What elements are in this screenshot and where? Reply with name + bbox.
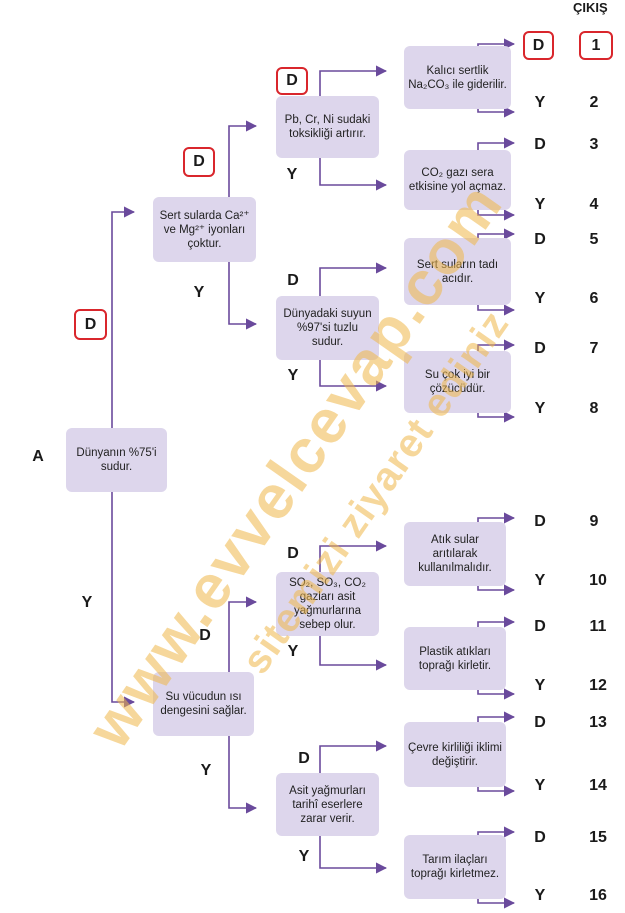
- statement-pesticides: Tarım ilaçları toprağı kirletmez.: [404, 835, 506, 899]
- statement-co2-greenhouse: CO₂ gazı sera etkisine yol açmaz.: [404, 150, 511, 210]
- branch-d-out-7: D: [534, 340, 546, 357]
- branch-y-level2-lower: Y: [200, 762, 212, 779]
- branch-d-level3-b: D: [287, 272, 299, 289]
- statement-hard-water-taste: Sert suların tadı acıdır.: [404, 238, 511, 305]
- output-16: 16: [589, 887, 607, 904]
- branch-d-out-3: D: [534, 136, 546, 153]
- output-10: 10: [589, 572, 607, 589]
- statement-plastic-waste: Plastik atıkları toprağı kirletir.: [404, 627, 506, 690]
- output-4: 4: [589, 196, 599, 213]
- branch-y-out-2: Y: [534, 94, 546, 111]
- output-8: 8: [589, 400, 599, 417]
- branch-y-out-4: Y: [534, 196, 546, 213]
- statement-permanent-hardness: Kalıcı sertlik Na₂CO₃ ile giderilir.: [404, 46, 511, 109]
- output-15: 15: [589, 829, 607, 846]
- output-6: 6: [589, 290, 599, 307]
- output-7: 7: [589, 340, 599, 357]
- statement-earth-water: Dünyanın %75'i sudur.: [66, 428, 167, 492]
- statement-water-solvent: Su çok iyi bir çözücüdür.: [404, 351, 511, 413]
- output-11: 11: [589, 618, 607, 635]
- branch-y-out-8: Y: [534, 400, 546, 417]
- statement-pollution-climate: Çevre kirliliği iklimi değiştirir.: [404, 722, 506, 787]
- root-label: A: [32, 448, 44, 465]
- branch-d-out-11: D: [534, 618, 546, 635]
- branch-d-root-highlight: D: [74, 309, 107, 340]
- branch-d-out-9: D: [534, 513, 546, 530]
- output-header: ÇIKIŞ: [573, 0, 608, 15]
- branch-d-level3-highlight: D: [276, 67, 308, 95]
- output-12: 12: [589, 677, 607, 694]
- branch-y-out-14: Y: [534, 777, 546, 794]
- statement-waste-water: Atık sular arıtılarak kullanılmalıdır.: [404, 522, 506, 586]
- branch-d-level4-highlight: D: [523, 31, 554, 60]
- output-9: 9: [589, 513, 599, 530]
- statement-heavy-metals: Pb, Cr, Ni sudaki toksikliği artırır.: [276, 96, 379, 158]
- output-14: 14: [589, 777, 607, 794]
- branch-y-level3-b: Y: [287, 367, 299, 384]
- branch-d-out-13: D: [534, 714, 546, 731]
- branch-y-level3-a: Y: [286, 166, 298, 183]
- output-2: 2: [589, 94, 599, 111]
- branch-d-level2-highlight: D: [183, 147, 215, 177]
- output-13: 13: [589, 714, 607, 731]
- branch-y-out-6: Y: [534, 290, 546, 307]
- output-1-selected: 1: [579, 31, 613, 60]
- branch-y-level3-c: Y: [287, 643, 299, 660]
- output-5: 5: [589, 231, 599, 248]
- statement-acid-gases: SO₂, SO₃, CO₂ gazları asit yağmurlarına …: [276, 572, 379, 636]
- branch-d-level3-d: D: [298, 750, 310, 767]
- branch-d-out-5: D: [534, 231, 546, 248]
- branch-y-out-12: Y: [534, 677, 546, 694]
- statement-hard-water-ions: Sert sularda Ca²⁺ ve Mg²⁺ iyonları çoktu…: [153, 197, 256, 262]
- branch-y-out-16: Y: [534, 887, 546, 904]
- statement-salty-water: Dünyadaki suyun %97'si tuzlu sudur.: [276, 296, 379, 360]
- statement-body-heat: Su vücudun ısı dengesini sağlar.: [153, 672, 254, 736]
- branch-d-level3-c: D: [287, 545, 299, 562]
- branch-y-root: Y: [81, 594, 93, 611]
- branch-d-level2-lower: D: [199, 627, 211, 644]
- branch-y-level3-d: Y: [298, 848, 310, 865]
- statement-acid-rain-art: Asit yağmurları tarihî eserlere zarar ve…: [276, 773, 379, 836]
- branch-y-out-10: Y: [534, 572, 546, 589]
- branch-y-level2-upper: Y: [193, 284, 205, 301]
- branch-d-out-15: D: [534, 829, 546, 846]
- output-3: 3: [589, 136, 599, 153]
